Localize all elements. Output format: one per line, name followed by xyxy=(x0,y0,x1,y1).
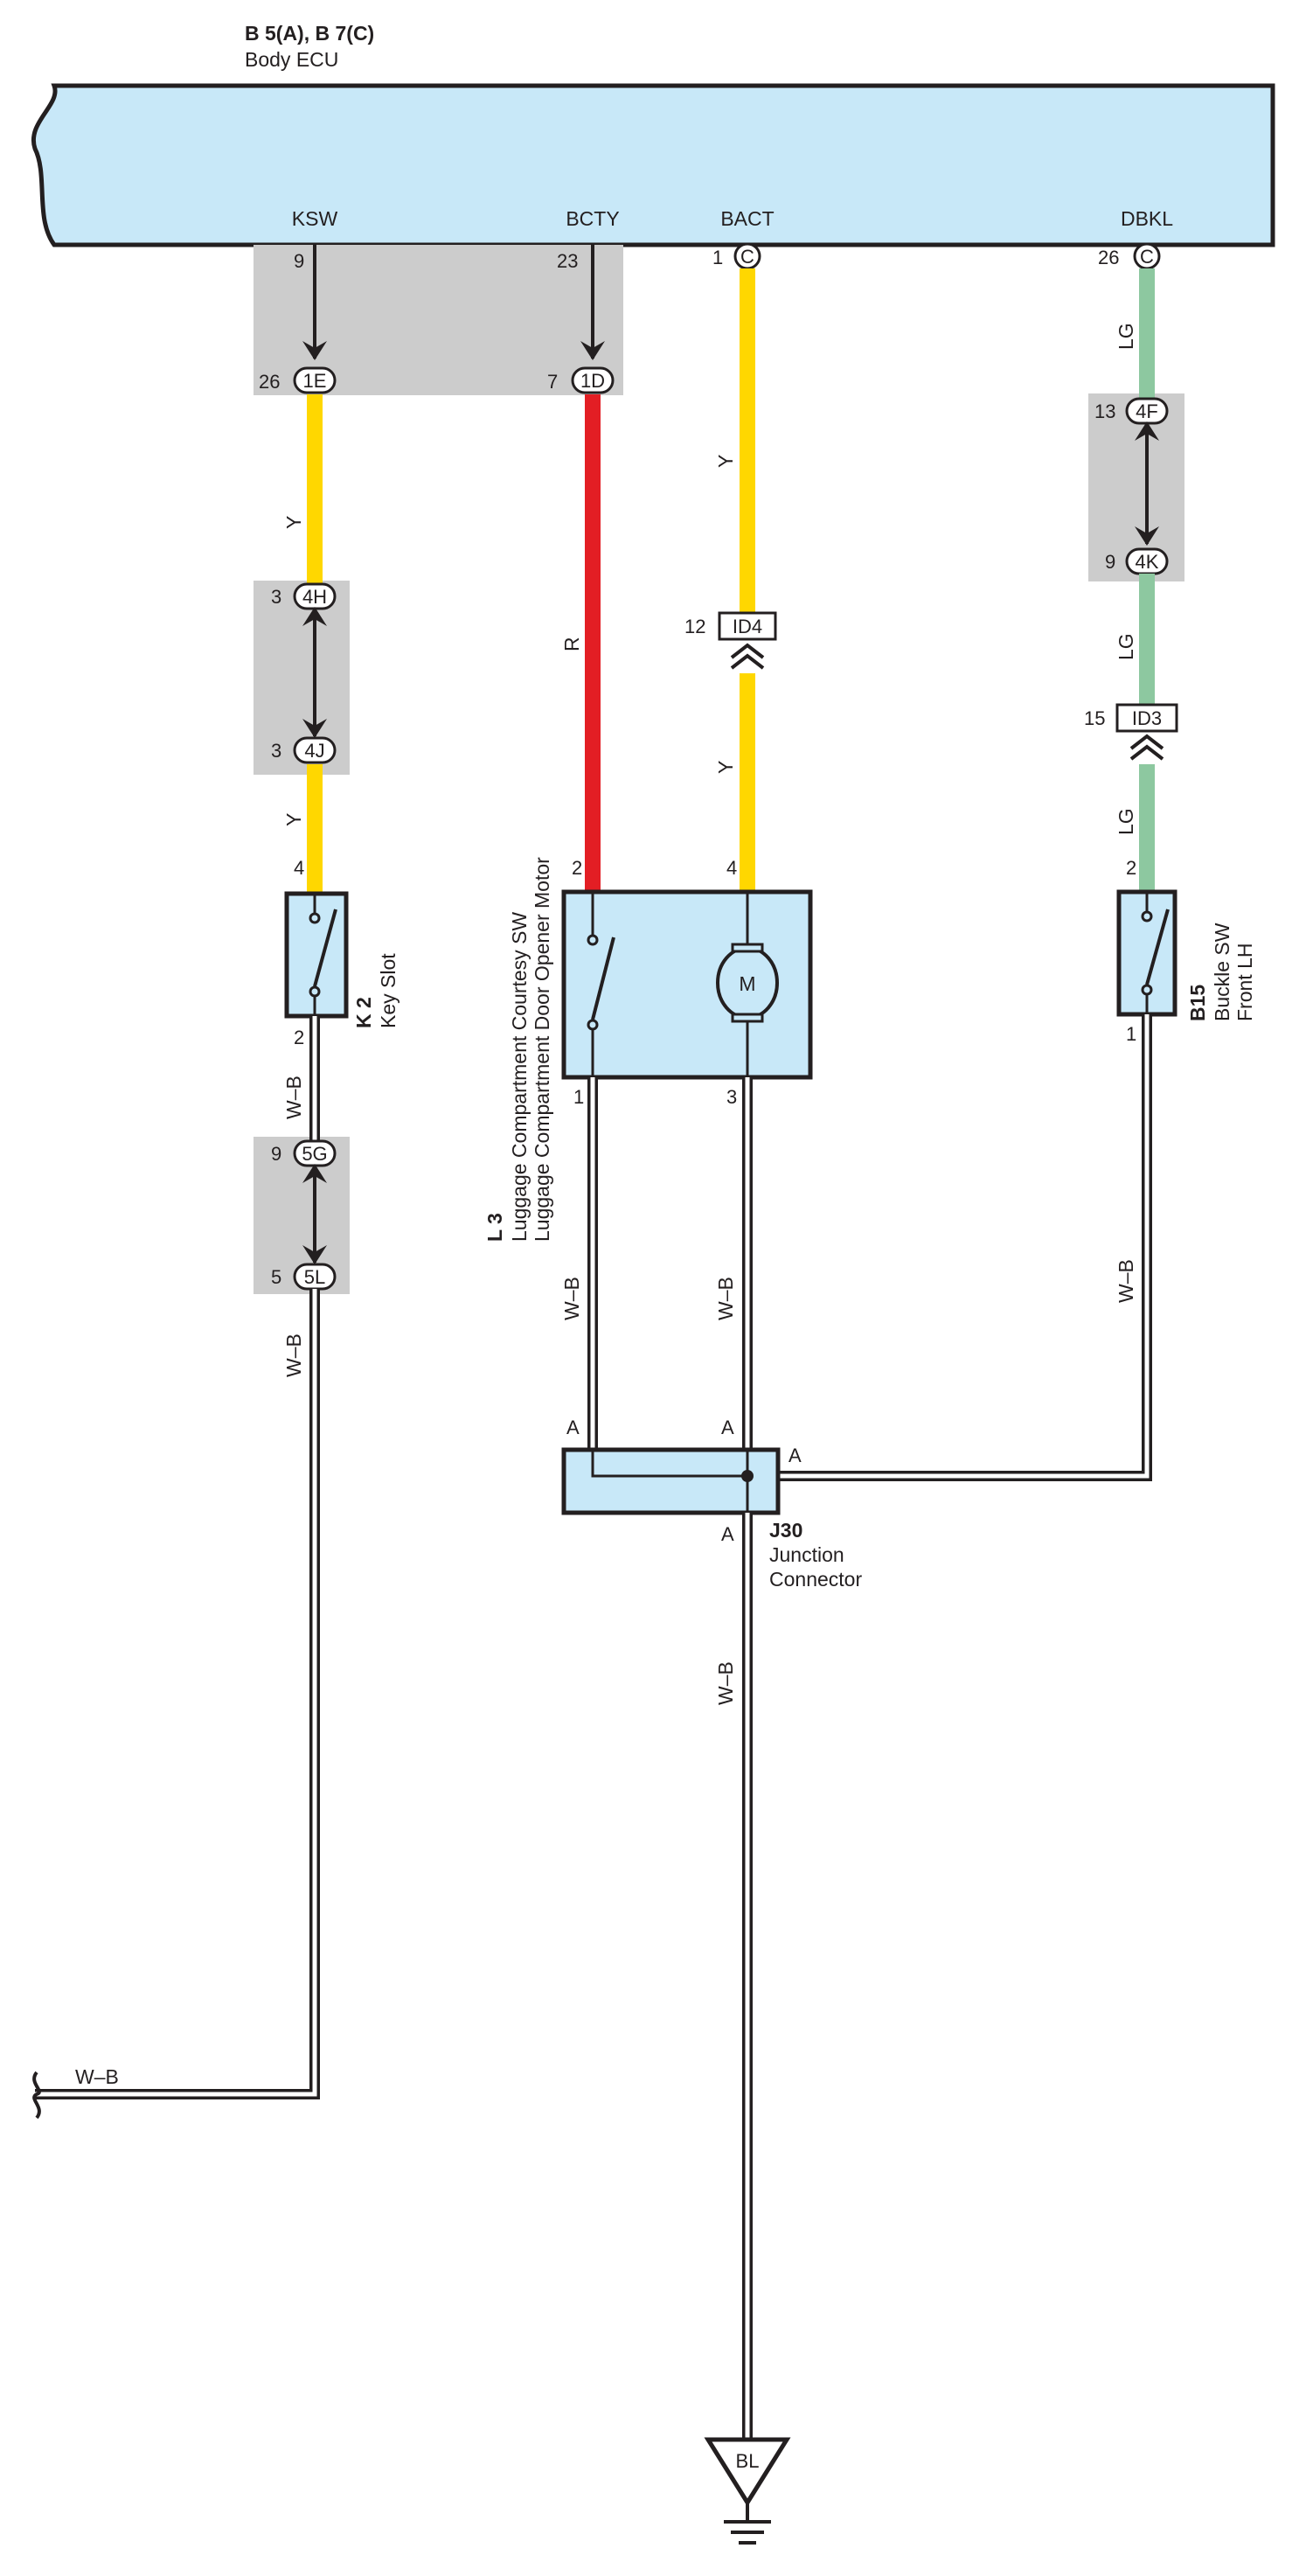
svg-text:Y: Y xyxy=(714,761,737,774)
ecu-bar xyxy=(31,83,1275,247)
svg-text:W–B: W–B xyxy=(282,1333,305,1377)
svg-text:5G: 5G xyxy=(302,1143,327,1165)
svg-text:Buckle SW: Buckle SW xyxy=(1211,922,1233,1021)
svg-text:1: 1 xyxy=(573,1086,584,1108)
svg-text:7: 7 xyxy=(547,371,558,393)
svg-text:2: 2 xyxy=(1126,857,1136,879)
svg-text:3: 3 xyxy=(271,740,281,762)
terminal-bact: BACT xyxy=(720,207,774,230)
svg-text:5L: 5L xyxy=(304,1266,325,1288)
svg-text:9: 9 xyxy=(294,250,304,272)
body-ecu: B 5(A), B 7(C) Body ECU KSW BCTY BACT DB… xyxy=(31,22,1275,247)
svg-text:Y: Y xyxy=(282,813,305,826)
svg-text:4F: 4F xyxy=(1136,400,1158,422)
svg-text:Front LH: Front LH xyxy=(1233,943,1256,1021)
terminal-ksw: KSW xyxy=(292,207,338,230)
connector-id4 xyxy=(718,611,777,641)
svg-text:R: R xyxy=(560,637,583,651)
svg-text:15: 15 xyxy=(1084,707,1105,729)
terminal-dbkl: DBKL xyxy=(1121,207,1173,230)
svg-text:LG: LG xyxy=(1115,323,1137,350)
wire-wb-b15 xyxy=(747,1014,1152,1481)
svg-text:Y: Y xyxy=(714,455,737,468)
connector-id3 xyxy=(1115,703,1178,733)
svg-text:1: 1 xyxy=(712,247,723,268)
svg-text:2: 2 xyxy=(572,857,582,879)
svg-text:W–B: W–B xyxy=(1115,1259,1137,1303)
svg-text:26: 26 xyxy=(259,371,280,393)
svg-text:LG: LG xyxy=(1115,808,1137,835)
svg-text:LG: LG xyxy=(1115,633,1137,660)
svg-text:4H: 4H xyxy=(302,586,327,608)
wire-wb-ksw-b xyxy=(35,1289,320,2099)
svg-text:ID3: ID3 xyxy=(1132,707,1162,729)
k2-key-slot-switch xyxy=(284,891,349,1019)
svg-text:3: 3 xyxy=(726,1086,737,1108)
svg-text:13: 13 xyxy=(1094,400,1115,422)
svg-text:W–B: W–B xyxy=(75,2065,119,2088)
svg-text:ID4: ID4 xyxy=(733,616,762,637)
bcty-circuit: 23 1D 7 R 2 xyxy=(547,245,615,892)
svg-text:A: A xyxy=(721,1523,734,1545)
svg-text:L 3: L 3 xyxy=(483,1213,506,1242)
svg-text:1D: 1D xyxy=(580,370,605,392)
svg-text:2: 2 xyxy=(294,1027,304,1048)
svg-text:C: C xyxy=(740,246,754,268)
svg-text:K 2: K 2 xyxy=(352,997,375,1028)
svg-text:4J: 4J xyxy=(304,740,324,762)
svg-text:1E: 1E xyxy=(303,370,327,392)
svg-text:Junction: Junction xyxy=(769,1543,844,1566)
svg-text:Key Slot: Key Slot xyxy=(377,953,399,1028)
svg-text:5: 5 xyxy=(271,1266,281,1288)
svg-text:A: A xyxy=(566,1417,580,1438)
svg-text:W–B: W–B xyxy=(714,1277,737,1320)
svg-text:4: 4 xyxy=(294,857,304,879)
ecu-name: Body ECU xyxy=(245,48,338,71)
svg-text:Luggage Compartment Courtesy S: Luggage Compartment Courtesy SW xyxy=(508,912,531,1242)
j30-junction-connector xyxy=(561,1447,781,1515)
svg-text:W–B: W–B xyxy=(714,1661,737,1705)
svg-text:3: 3 xyxy=(271,586,281,608)
svg-text:9: 9 xyxy=(1105,551,1115,573)
svg-text:B15: B15 xyxy=(1186,985,1209,1021)
svg-text:C: C xyxy=(1140,246,1154,268)
svg-text:J30: J30 xyxy=(769,1519,802,1542)
svg-text:M: M xyxy=(739,972,755,995)
svg-text:A: A xyxy=(788,1445,802,1466)
svg-text:4: 4 xyxy=(726,857,737,879)
svg-text:Connector: Connector xyxy=(769,1568,862,1591)
svg-text:W–B: W–B xyxy=(560,1277,583,1320)
connector-1e xyxy=(293,366,337,394)
ground-bl: BL xyxy=(704,2437,791,2545)
svg-text:1: 1 xyxy=(1126,1023,1136,1045)
l3-luggage-component: M xyxy=(561,889,813,1080)
bact-circuit: C 1 Y ID4 12 Y 4 xyxy=(684,242,777,892)
svg-text:A: A xyxy=(721,1417,734,1438)
svg-text:BL: BL xyxy=(736,2450,760,2472)
connector-1d xyxy=(571,366,615,394)
svg-text:4K: 4K xyxy=(1136,551,1159,573)
svg-text:Y: Y xyxy=(282,516,305,529)
svg-text:23: 23 xyxy=(557,250,578,272)
connector-4j xyxy=(293,736,337,764)
svg-text:9: 9 xyxy=(271,1143,281,1165)
terminal-bcty: BCTY xyxy=(566,207,619,230)
ksw-circuit: 9 1E 26 Y 4H 3 4J 3 Y 4 K 2 Key Slot 2 xyxy=(32,245,399,2120)
b15-buckle-switch xyxy=(1116,889,1177,1017)
svg-text:12: 12 xyxy=(684,616,705,637)
svg-text:W–B: W–B xyxy=(282,1076,305,1119)
ecu-code: B 5(A), B 7(C) xyxy=(245,22,374,45)
svg-text:26: 26 xyxy=(1098,247,1119,268)
dbkl-circuit: C 26 LG 4F 13 4K 9 LG ID3 15 LG 2 B15 xyxy=(747,242,1256,1481)
svg-text:Luggage Compartment Door Opene: Luggage Compartment Door Opener Motor xyxy=(531,857,553,1242)
